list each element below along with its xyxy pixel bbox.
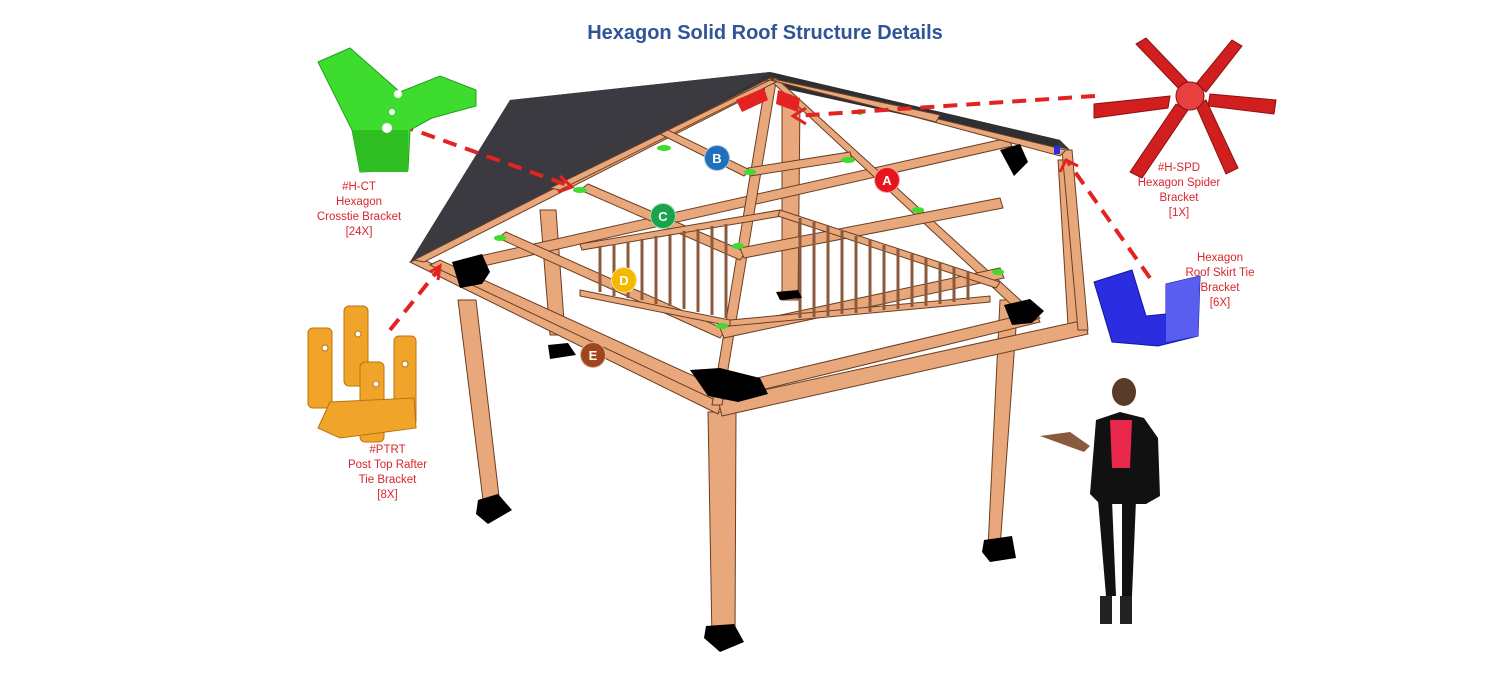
callout-qty: [24X] [345,226,373,238]
marker-e: E [580,342,606,368]
marker-c: C [650,203,676,229]
callout-ptrt: #PTRT Post Top Rafter Tie Bracket [8X] [330,443,445,503]
callout-name: Hexagon [1196,252,1244,264]
callout-name: Hexagon Spider [1137,177,1221,189]
balusters [598,218,970,318]
callout-qty: [6X] [1209,297,1231,309]
callout-name: Bracket [1159,192,1199,204]
marker-b: B [704,145,730,171]
callout-code: #H-CT [342,181,376,193]
callout-name: Crosstie Bracket [316,211,402,223]
arrow-heads [429,106,1079,281]
callout-h-ct: #H-CT Hexagon Crosstie Bracket [24X] [304,180,414,240]
callout-name: Post Top Rafter [347,459,428,471]
diagram-title: Hexagon Solid Roof Structure Details [587,22,943,44]
skirt-tie-bracket-part [1093,269,1201,347]
spider-bracket-installed [736,88,800,112]
crosstie-bracket-dots [494,109,1004,329]
crosstie-bracket-part [317,47,477,173]
skirt-tie-installed [1054,146,1060,154]
callout-name: Tie Bracket [358,474,417,486]
callout-roof-skirt-tie: Hexagon Roof Skirt Tie Bracket [6X] [1170,251,1270,311]
callout-code: #PTRT [369,444,406,456]
callout-name: Bracket [1200,282,1240,294]
callout-name: Roof Skirt Tie [1185,267,1255,279]
post-top-brackets [452,144,1044,652]
callout-qty: [8X] [377,489,398,501]
callout-arrows [388,94,1152,332]
spider-bracket-part [1093,37,1277,179]
ptrt-bracket-part [307,305,417,443]
callout-code: #H-SPD [1157,162,1201,174]
callout-qty: [1X] [1168,207,1190,219]
callout-name: Hexagon [335,196,383,208]
callout-h-spd: #H-SPD Hexagon Spider Bracket [1X] [1124,161,1234,221]
presenter-figure [1040,378,1160,624]
marker-a: A [874,167,900,193]
marker-d: D [611,267,637,293]
